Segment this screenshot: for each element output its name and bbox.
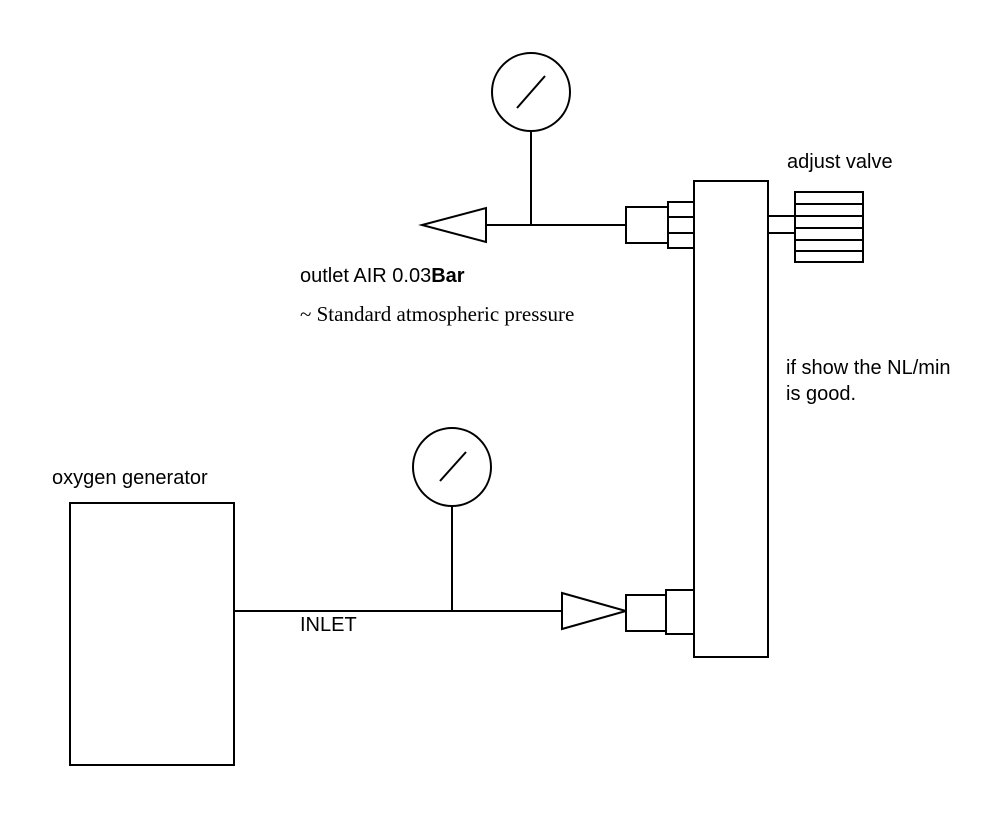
flow-note-line-1: if show the NL/min xyxy=(786,357,951,379)
outlet-fitting xyxy=(625,206,669,244)
inlet-fitting-collar xyxy=(665,589,695,635)
adjust-valve-label: adjust valve xyxy=(787,151,893,173)
inlet-arrow xyxy=(561,591,630,631)
outlet-gauge-needle xyxy=(516,75,546,109)
outlet-air-prefix: outlet AIR 0.03 xyxy=(300,265,432,287)
inlet-gauge-needle xyxy=(439,451,467,482)
outlet-arrow xyxy=(418,206,487,244)
inlet-fitting xyxy=(625,594,667,632)
atmospheric-pressure-note: ~ Standard atmospheric pressure xyxy=(300,302,575,326)
outlet-air-label: outlet AIR 0.03Bar xyxy=(300,266,465,286)
oxygen-generator-box xyxy=(69,502,235,766)
flow-note-line-2: is good. xyxy=(786,383,857,405)
flow-reading-note: if show the NL/min is good. xyxy=(786,355,951,407)
oxygen-generator-label: oxygen generator xyxy=(52,467,208,489)
inlet-label: INLET xyxy=(300,614,357,636)
outlet-fitting-collar xyxy=(667,201,695,249)
outlet-air-unit: Bar xyxy=(431,265,465,287)
flowmeter-body xyxy=(693,180,769,658)
